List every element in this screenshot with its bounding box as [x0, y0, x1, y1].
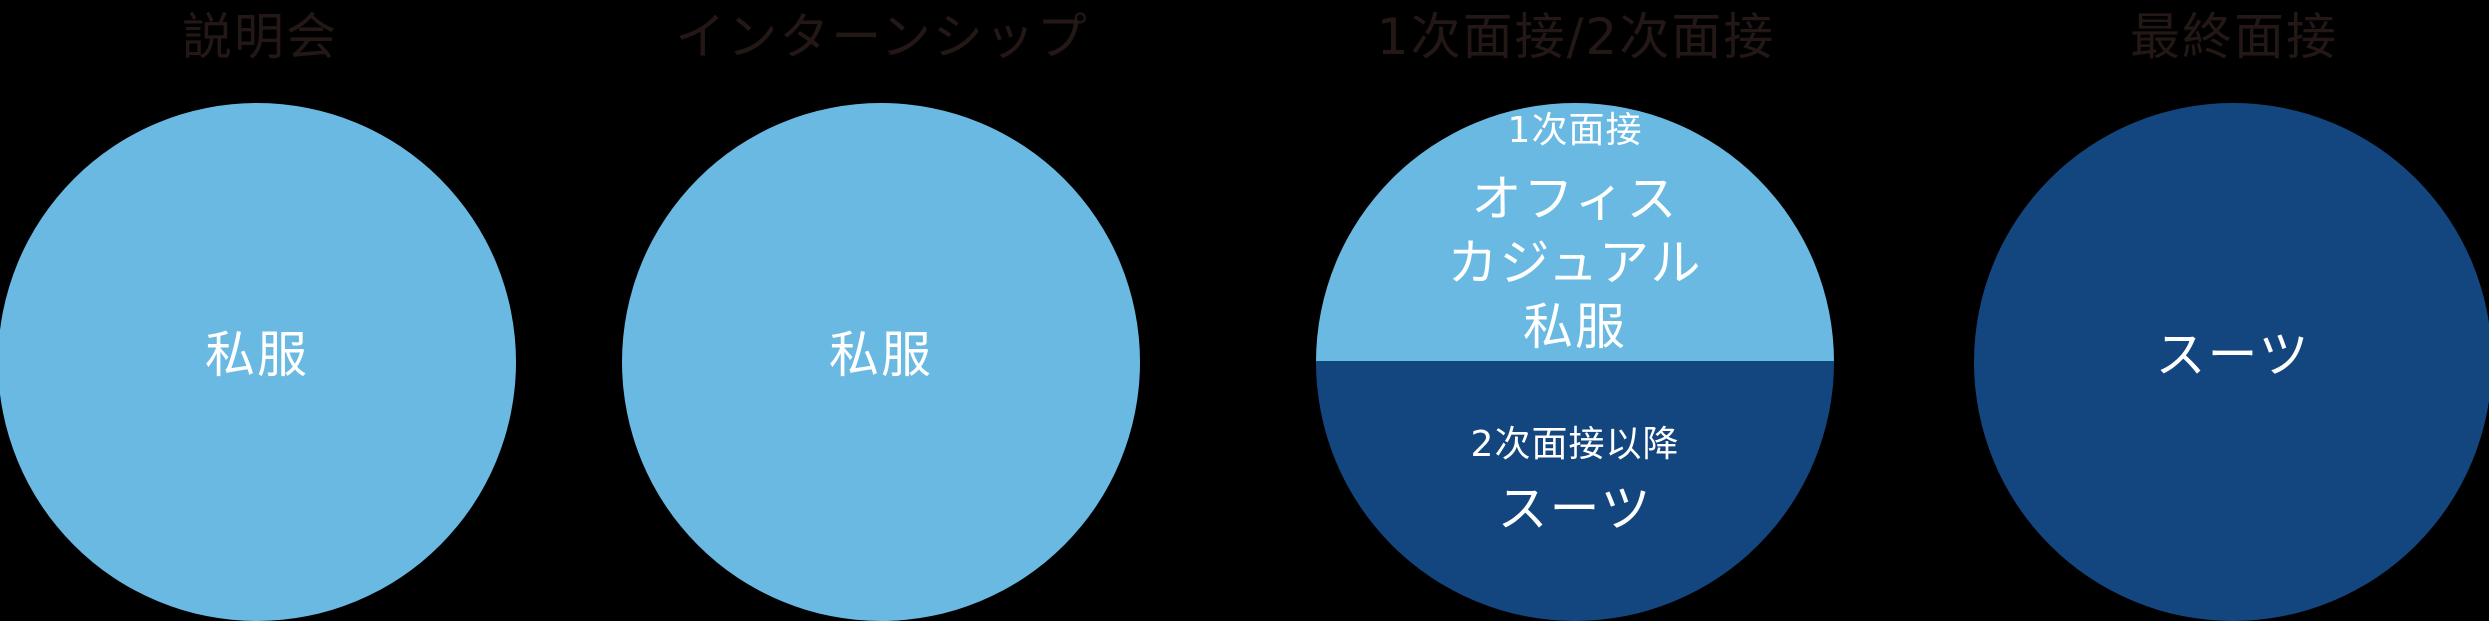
dress-code-label: スーツ: [2155, 326, 2311, 384]
first-interview-heading: 1次面接: [1507, 110, 1643, 151]
stage-final-interview: 最終面接 スーツ: [1974, 0, 2489, 621]
stage-briefing: 説明会 私服: [0, 0, 520, 621]
dress-code-split-circle: 1次面接 オフィス カジュアル 私服 2次面接以降 スーツ: [1316, 103, 1834, 621]
dress-code-line: オフィス: [1471, 170, 1679, 228]
dress-code-line: 私服: [1523, 298, 1627, 356]
dress-code-line: スーツ: [1497, 480, 1653, 538]
dress-code-circle: 私服: [622, 103, 1140, 621]
dress-code-label: 私服: [205, 326, 309, 384]
stage-title: 説明会: [182, 8, 338, 66]
second-interview-half: 2次面接以降 スーツ: [1316, 361, 1834, 621]
dress-code-line: カジュアル: [1447, 234, 1703, 292]
stage-title: 最終面接: [2130, 8, 2338, 66]
second-interview-heading: 2次面接以降: [1470, 424, 1680, 465]
stage-title: インターンシップ: [675, 8, 1089, 66]
dress-code-circle: スーツ: [1974, 103, 2489, 621]
stage-title: 1次面接/2次面接: [1376, 8, 1776, 66]
dress-code-label: 私服: [829, 326, 933, 384]
dress-code-circle: 私服: [0, 103, 516, 621]
first-interview-half: 1次面接 オフィス カジュアル 私服: [1316, 103, 1834, 361]
stage-internship: インターンシップ 私服: [622, 0, 1142, 621]
stage-first-second-interview: 1次面接/2次面接 1次面接 オフィス カジュアル 私服 2次面接以降 スーツ: [1316, 0, 1836, 621]
